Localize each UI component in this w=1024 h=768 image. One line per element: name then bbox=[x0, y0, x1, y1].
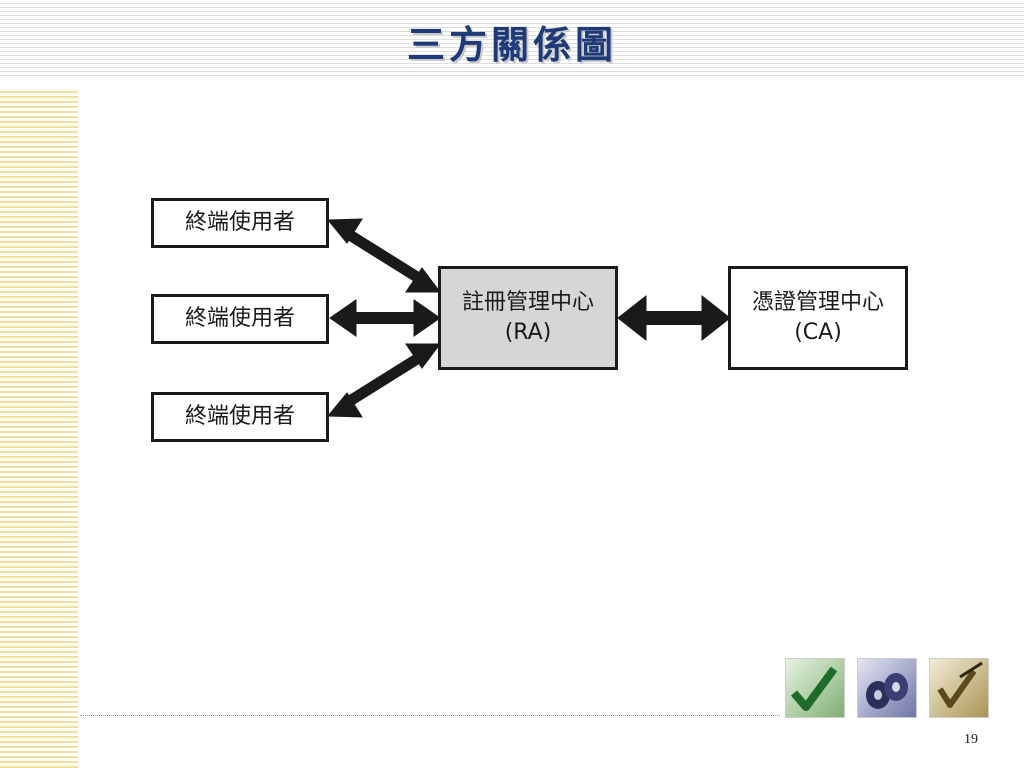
double-arrow-user3-ra bbox=[326, 343, 441, 418]
ra-title: 註冊管理中心 bbox=[461, 290, 594, 315]
green-checkmark-icon bbox=[785, 658, 845, 718]
ca-box: 憑證管理中心 (CA) bbox=[728, 266, 908, 370]
double-arrow-ra-ca bbox=[617, 294, 731, 342]
end-user-label: 終端使用者 bbox=[184, 210, 295, 235]
end-user-label: 終端使用者 bbox=[184, 404, 295, 429]
ra-abbreviation: (RA) bbox=[504, 320, 552, 345]
blue-discs-icon bbox=[857, 658, 917, 718]
end-user-box-2: 終端使用者 bbox=[151, 294, 329, 344]
page-number: 19 bbox=[964, 732, 978, 747]
double-arrow-user2-ra bbox=[329, 299, 441, 337]
footer-divider bbox=[80, 715, 780, 716]
end-user-box-3: 終端使用者 bbox=[151, 392, 329, 442]
gold-pen-checkmark-icon bbox=[929, 658, 989, 718]
slide-title: 三方關係圖 bbox=[406, 22, 617, 67]
ca-abbreviation: (CA) bbox=[794, 320, 842, 345]
ra-box: 註冊管理中心 (RA) bbox=[438, 266, 618, 370]
ca-title: 憑證管理中心 bbox=[751, 290, 884, 315]
end-user-label: 終端使用者 bbox=[184, 306, 295, 331]
top-decorative-band bbox=[0, 0, 1024, 78]
end-user-box-1: 終端使用者 bbox=[151, 198, 329, 248]
double-arrow-user1-ra bbox=[326, 218, 441, 293]
left-decorative-band bbox=[0, 88, 78, 768]
